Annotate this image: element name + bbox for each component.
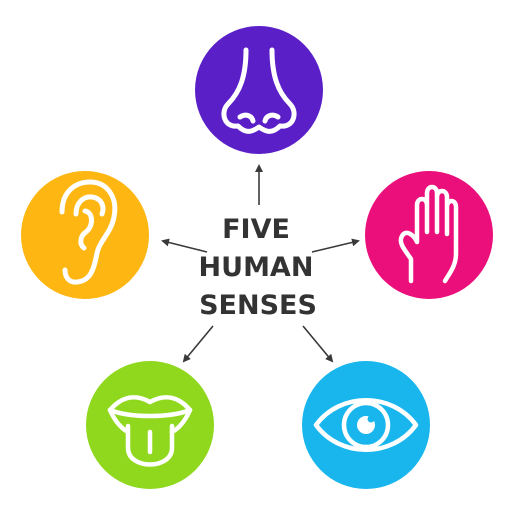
sense-taste <box>86 361 214 489</box>
touch-circle <box>365 171 493 299</box>
mouth-tongue-icon <box>107 395 193 467</box>
arrow-to-sight <box>302 325 334 363</box>
arrow-to-hearing <box>161 238 208 253</box>
arrow-to-touch <box>311 238 360 253</box>
taste-circle <box>86 361 214 489</box>
eye-icon <box>313 398 419 452</box>
ear-icon <box>59 179 118 285</box>
center-title: FIVE HUMAN SENSES <box>199 214 317 321</box>
sense-hearing <box>21 171 149 299</box>
smell-circle <box>195 26 323 154</box>
sense-touch <box>365 171 493 299</box>
sense-sight <box>302 361 430 489</box>
arrow-to-taste <box>182 325 214 363</box>
nose-icon <box>221 47 297 134</box>
arrows <box>161 164 360 363</box>
title-line-3: SENSES <box>199 290 317 321</box>
title-line-1: FIVE <box>222 214 290 245</box>
sense-smell <box>195 26 323 154</box>
hand-icon <box>398 184 459 284</box>
title-line-2: HUMAN <box>199 252 314 283</box>
